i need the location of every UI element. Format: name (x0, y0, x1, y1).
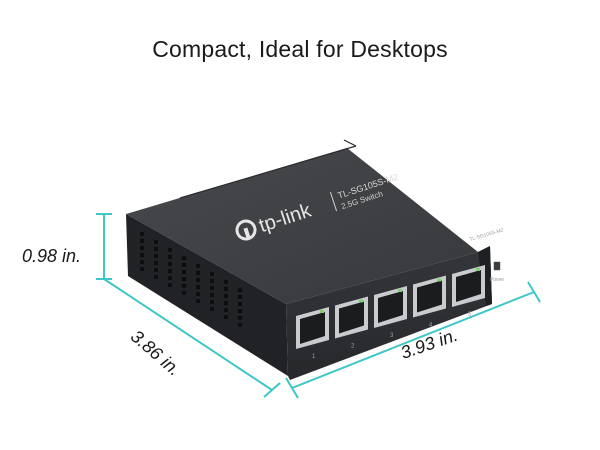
vent-hole (224, 308, 228, 312)
vent-hole (168, 255, 172, 259)
vent-hole (210, 300, 214, 304)
vent-hole (210, 286, 214, 290)
vent-hole (182, 284, 186, 288)
port-number: 5 (468, 312, 472, 318)
vent-hole (182, 291, 186, 295)
ethernet-port: 3 (374, 286, 407, 339)
vent-hole (210, 307, 214, 311)
port-led (476, 268, 480, 271)
vent-hole (238, 316, 242, 320)
vent-hole (154, 240, 158, 244)
port-number: 3 (390, 333, 394, 339)
page-title: Compact, Ideal for Desktops (152, 36, 448, 62)
vent-hole (140, 267, 144, 271)
vent-hole (210, 272, 214, 276)
vent-hole (182, 277, 186, 281)
vent-hole (224, 301, 228, 305)
power-led (493, 261, 501, 271)
side-vents (140, 232, 242, 327)
ethernet-ports: 1 2 3 4 5 (296, 265, 485, 360)
vent-hole (168, 248, 172, 252)
vent-hole (196, 271, 200, 275)
vent-hole (224, 294, 228, 298)
vent-hole (238, 309, 242, 313)
vent-hole (224, 315, 228, 319)
port-number: 2 (351, 344, 355, 350)
vent-hole (140, 246, 144, 250)
vent-hole (154, 247, 158, 251)
vent-hole (182, 270, 186, 274)
vent-hole (210, 279, 214, 283)
width-dimension-line (291, 291, 535, 389)
vent-hole (196, 264, 200, 268)
vent-hole (154, 261, 158, 265)
height-dimension-label: 0.98 in. (22, 246, 82, 266)
port-led (398, 289, 402, 292)
vent-hole (196, 299, 200, 303)
vent-hole (238, 288, 242, 292)
vent-hole (182, 256, 186, 260)
ethernet-port: 5 (452, 265, 485, 318)
vent-hole (182, 263, 186, 267)
vent-hole (140, 232, 144, 236)
vent-hole (238, 302, 242, 306)
vent-hole (238, 295, 242, 299)
vent-hole (154, 254, 158, 258)
ethernet-port: 4 (413, 275, 446, 329)
vent-hole (168, 262, 172, 266)
chassis-top (126, 148, 478, 304)
port-led (320, 310, 324, 313)
vent-hole (196, 285, 200, 289)
vent-hole (224, 287, 228, 291)
chassis-left-side (126, 214, 288, 376)
vent-hole (168, 276, 172, 280)
vent-hole (210, 293, 214, 297)
vent-hole (140, 260, 144, 264)
vent-hole (140, 253, 144, 257)
vent-hole (154, 275, 158, 279)
vent-hole (140, 239, 144, 243)
front-model-label: TL-SG105S-M2 (469, 227, 505, 242)
port-number: 1 (312, 354, 316, 360)
power-label: Power (490, 277, 505, 283)
ethernet-port: 2 (335, 296, 368, 350)
dimension-lines (96, 213, 541, 399)
vent-hole (154, 268, 158, 272)
ethernet-port: 1 (296, 307, 329, 360)
depth-dimension-line (103, 278, 273, 391)
vent-hole (196, 278, 200, 282)
port-led (359, 299, 363, 303)
vent-hole (224, 280, 228, 284)
vent-hole (196, 292, 200, 296)
vent-hole (238, 323, 242, 327)
port-led (437, 278, 441, 282)
port-number: 4 (429, 323, 433, 329)
vent-hole (168, 283, 172, 287)
vent-hole (168, 269, 172, 273)
